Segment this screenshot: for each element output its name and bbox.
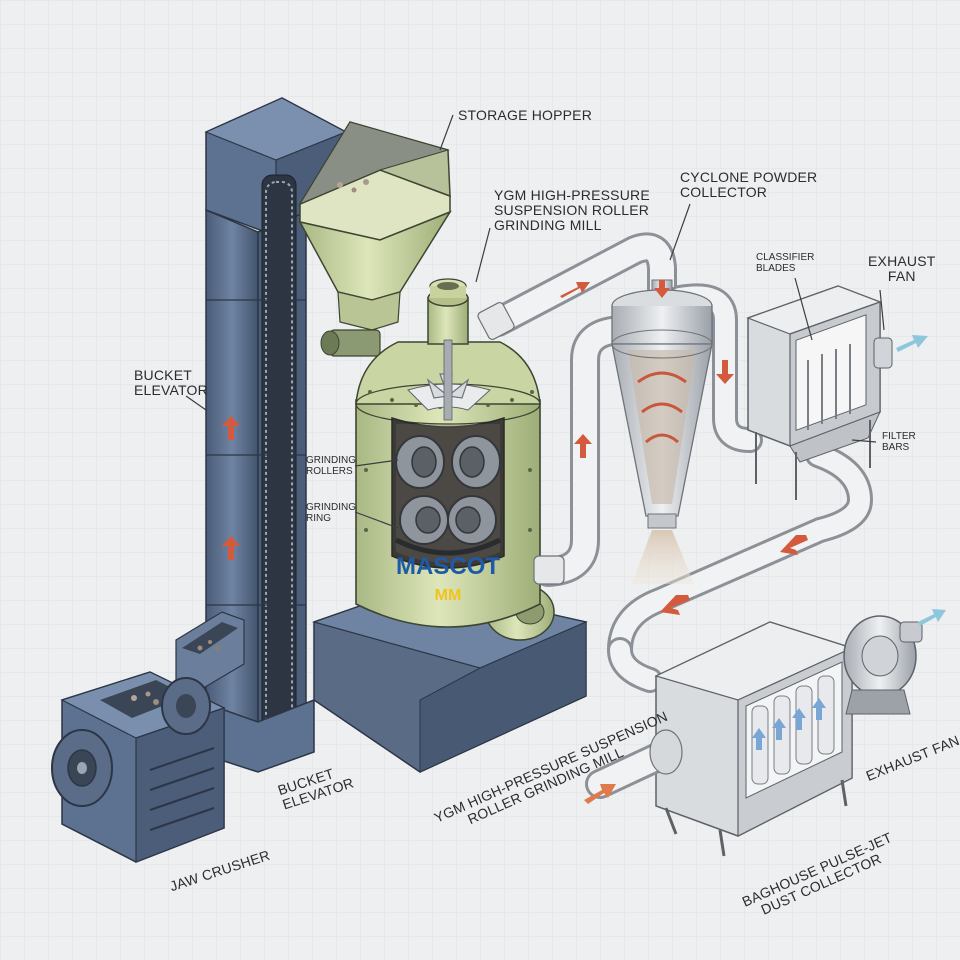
label-line: ROLLERS [306, 465, 353, 477]
flow-arrow [792, 708, 806, 730]
label-exhaust-fan-top: EXHAUST FAN [868, 253, 936, 285]
flow-arrow [574, 434, 592, 458]
flow-arrow [560, 282, 590, 298]
label-line: GRINDING [306, 455, 356, 466]
label-line: SUSPENSION ROLLER [494, 202, 650, 219]
label-line: ELEVATOR [134, 382, 208, 399]
label-grinding-ring: GRINDING RING [306, 502, 356, 525]
label-mill-top: YGM HIGH-PRESSURE SUSPENSION ROLLER GRIN… [494, 187, 650, 234]
label-line: CLASSIFIER [756, 252, 815, 263]
grinding-mill [311, 278, 588, 773]
label-line: CYCLONE POWDER [680, 169, 818, 185]
flow-arrow [716, 360, 734, 384]
storage-hopper [298, 121, 452, 357]
exhaust-arrow-top [896, 335, 928, 352]
flow-arrow [222, 416, 240, 440]
label-line: YGM HIGH-PRESSURE [494, 187, 650, 203]
label-line: GRINDING [306, 502, 356, 513]
flow-arrow [780, 535, 808, 555]
label-line: FILTER [882, 431, 916, 442]
flow-arrow [772, 718, 786, 740]
label-line: RING [306, 512, 331, 524]
grinding-rollers [395, 435, 501, 545]
label-line: GRINDING MILL [494, 217, 602, 234]
mascot-logo: MASCOT MM [396, 553, 500, 604]
flow-arrow [752, 728, 766, 750]
flow-arrow [222, 536, 240, 560]
logo-word: MASCOT [396, 553, 500, 580]
label-classifier-blades: CLASSIFIER BLADES [756, 252, 815, 275]
classifier-filter-box [746, 285, 893, 500]
label-cyclone: CYCLONE POWDER COLLECTOR [680, 169, 818, 201]
label-line: FAN [887, 268, 916, 285]
label-storage-hopper: STORAGE HOPPER [458, 107, 593, 123]
label-line: EXHAUST [868, 253, 936, 269]
flow-arrow [812, 698, 826, 720]
label-bucket-elevator-left: BUCKET ELEVATOR [134, 367, 208, 399]
leader-lines [185, 114, 885, 529]
label-grinding-rollers: GRINDING ROLLERS [306, 455, 356, 478]
label-line: BARS [882, 441, 910, 453]
flow-arrow [654, 280, 670, 298]
label-line: BLADES [756, 262, 796, 274]
label-filter-bars: FILTER BARS [882, 431, 916, 454]
flow-arrow [660, 595, 690, 615]
label-line: BUCKET [134, 367, 192, 383]
flow-arrows [222, 280, 946, 804]
baghouse-dust-collector [585, 615, 923, 857]
grinding-ring [394, 537, 502, 556]
exhaust-arrow-bottom [918, 609, 946, 626]
bucket-elevator [175, 97, 357, 773]
jaw-crusher [51, 671, 226, 863]
cyclone-collector [611, 279, 713, 584]
label-line: COLLECTOR [680, 184, 768, 201]
logo-sub: MM [435, 587, 462, 604]
flow-arrow [584, 784, 616, 804]
